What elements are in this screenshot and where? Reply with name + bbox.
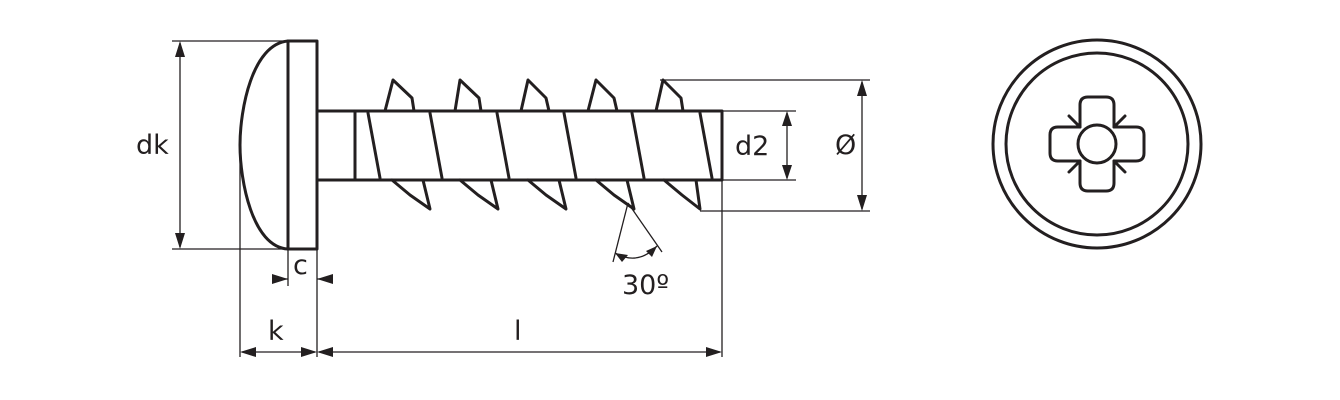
screw-shank	[353, 109, 724, 182]
screw-core-diagonals	[366, 111, 714, 180]
dimension-dk	[172, 40, 288, 250]
screw-thread-crests-top	[383, 78, 685, 113]
label-thread-angle: 30º	[622, 270, 669, 301]
screw-head-collar	[286, 39, 319, 251]
dimension-l	[317, 180, 723, 357]
head-inner-circle	[1004, 51, 1190, 237]
label-d2: d2	[735, 131, 769, 162]
screw-thread-crests-bottom	[390, 178, 702, 211]
label-thread-diameter: Ø	[835, 130, 856, 161]
dimension-thread-diameter	[660, 79, 870, 212]
screw-head-dome	[238, 39, 290, 251]
head-outer-circle	[991, 38, 1203, 250]
label-dk: dk	[136, 130, 169, 161]
pozidriv-ticks	[1067, 114, 1127, 174]
recess-center-circle	[1076, 123, 1118, 165]
dimension-thread-angle	[612, 202, 663, 263]
label-l: l	[514, 316, 522, 347]
dimension-c	[272, 249, 333, 357]
screw-underhead-fillet	[315, 109, 357, 182]
dimension-d2	[722, 110, 796, 181]
pozidriv-recess-icon	[1048, 95, 1146, 193]
dimension-k	[239, 150, 317, 357]
screw-top-view	[991, 38, 1203, 250]
screw-side-view	[238, 39, 724, 251]
label-k: k	[268, 316, 284, 347]
label-c: c	[293, 250, 308, 281]
